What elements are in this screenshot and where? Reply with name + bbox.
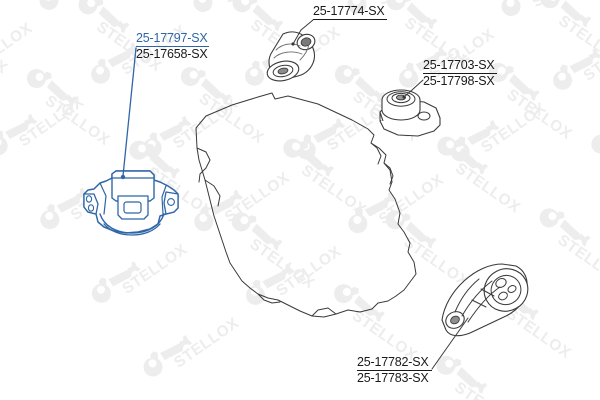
part-number-25-17703-SX[interactable]: 25-17703-SX	[423, 58, 495, 72]
part-number-25-17782-SX[interactable]: 25-17782-SX	[357, 355, 429, 369]
callout-top-left[interactable]: 25-17797-SX 25-17658-SX	[136, 31, 209, 62]
callout-divider	[423, 73, 497, 74]
transmission-housing-outline	[195, 92, 417, 318]
callout-divider	[313, 19, 387, 20]
callout-divider	[136, 46, 209, 47]
callout-divider	[357, 370, 432, 371]
leader-line-bottom	[431, 317, 469, 370]
part-number-25-17797-SX[interactable]: 25-17797-SX	[136, 31, 208, 45]
leader-line-top-center	[292, 19, 314, 45]
leader-line-right	[403, 79, 424, 98]
leader-line-top-left	[122, 47, 137, 177]
part-number-25-17783-SX[interactable]: 25-17783-SX	[357, 371, 429, 385]
part-number-25-17774-SX[interactable]: 25-17774-SX	[313, 4, 385, 18]
callout-top-center[interactable]: 25-17774-SX	[313, 4, 387, 20]
upper-torque-rod-part	[266, 31, 316, 82]
right-engine-mount-part	[379, 89, 441, 137]
part-number-25-17798-SX[interactable]: 25-17798-SX	[423, 74, 495, 88]
callout-bottom[interactable]: 25-17782-SX 25-17783-SX	[357, 355, 432, 386]
front-transmission-mount-highlighted	[83, 47, 179, 236]
callout-right[interactable]: 25-17703-SX 25-17798-SX	[423, 58, 497, 89]
rear-torque-rod-part	[441, 263, 529, 337]
part-number-25-17658-SX[interactable]: 25-17658-SX	[136, 47, 208, 61]
